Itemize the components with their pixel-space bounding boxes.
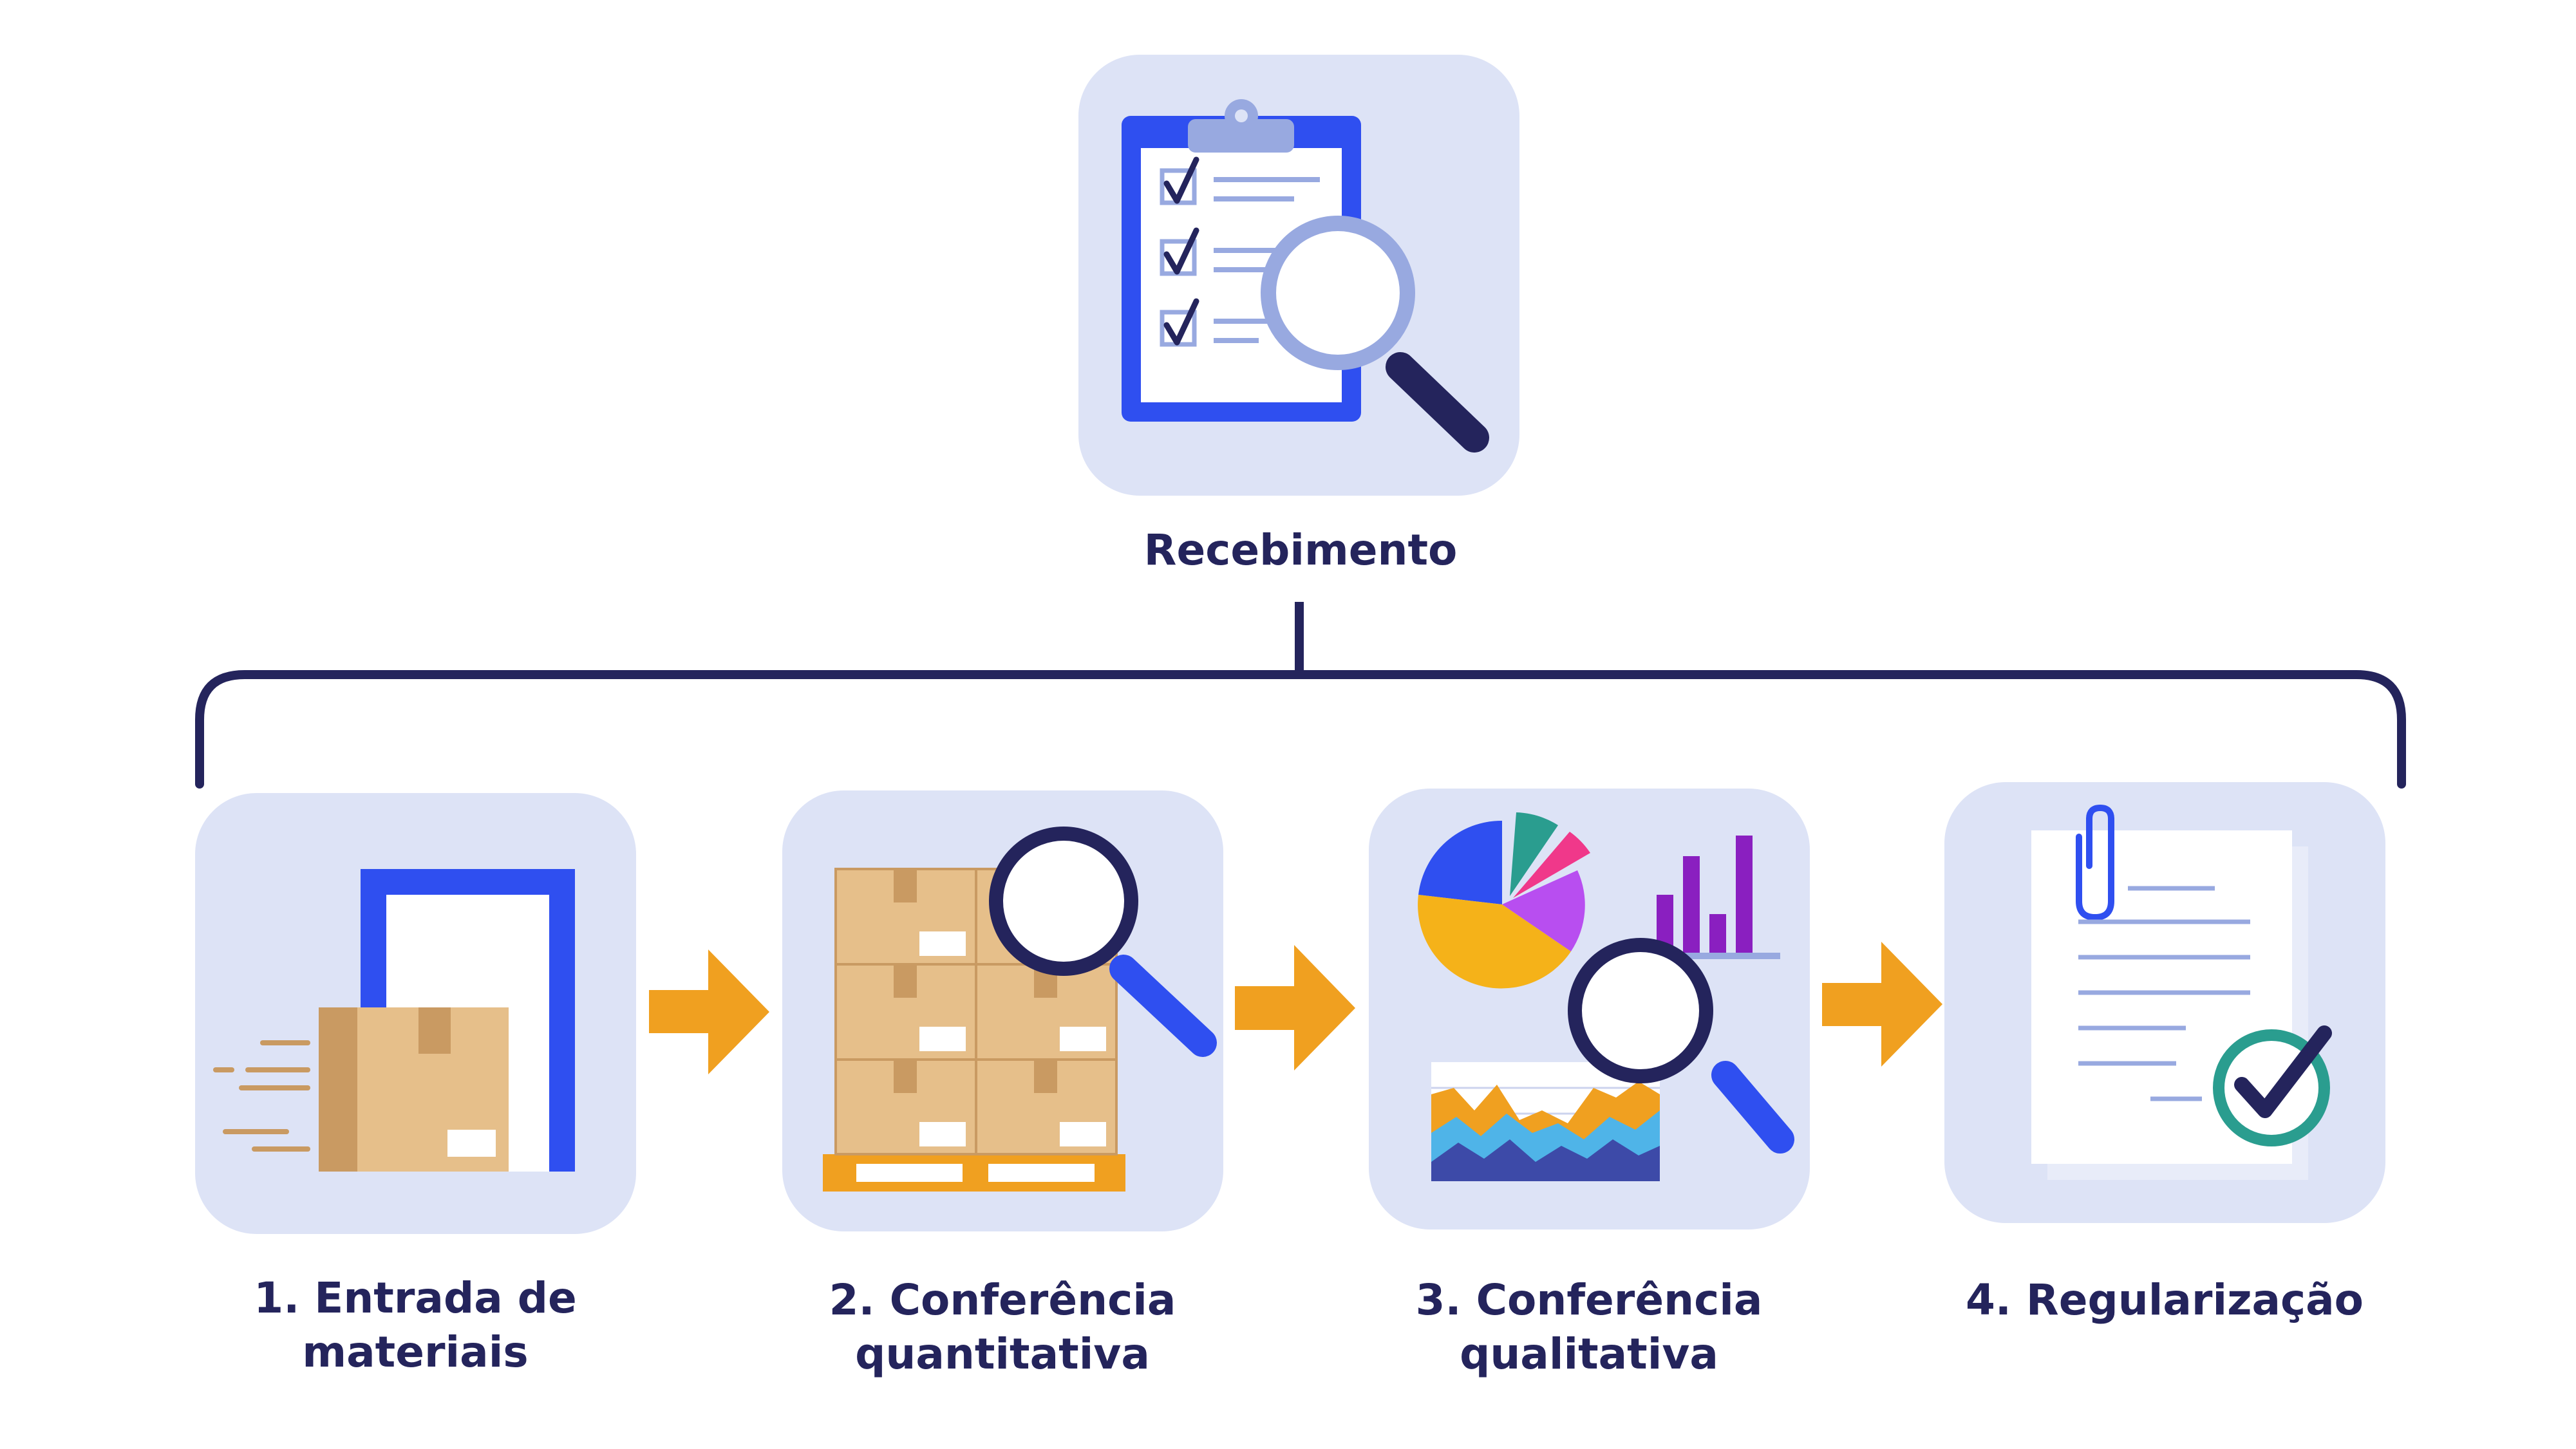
motion-lines [213,1040,310,1152]
step-3-line-2: qualitativa [1460,1329,1718,1379]
step-4-line-1: 4. Regularização [1965,1275,2364,1325]
bar-chart-icon [1645,836,1780,959]
step-label-4: 4. Regularização [1939,1273,2390,1327]
step-2-line-2: quantitativa [855,1329,1150,1379]
step-1-line-1: 1. Entrada de [254,1273,577,1323]
pie-chart-icon [1418,812,1590,989]
step-label-1: 1. Entrada de materiais [190,1271,641,1379]
diagram-title: Recebimento [1143,525,1458,575]
step-3-line-1: 3. Conferência [1415,1275,1763,1325]
document-lines [2078,886,2250,1101]
flow-arrows [649,942,1942,1074]
area-chart-icon [1431,1062,1660,1181]
charts-magnifier-icon [1418,812,1794,1181]
magnifier-icon [1261,216,1489,453]
hierarchy-bracket [195,602,2406,789]
document-check-icon [2031,804,2332,1180]
checklist [1160,156,1320,347]
arrow-1-2 [649,949,769,1074]
arrow-3-4 [1822,942,1942,1067]
step-1-line-2: materiais [302,1327,529,1377]
box-door-icon [213,869,575,1172]
arrow-2-3 [1235,945,1355,1070]
pallet-magnifier-icon [823,827,1217,1192]
step-2-line-1: 2. Conferência [829,1275,1176,1325]
step-label-3: 3. Conferência qualitativa [1364,1273,1814,1381]
check-circle-icon [2213,1025,2332,1146]
step-label-2: 2. Conferência quantitativa [777,1273,1228,1381]
